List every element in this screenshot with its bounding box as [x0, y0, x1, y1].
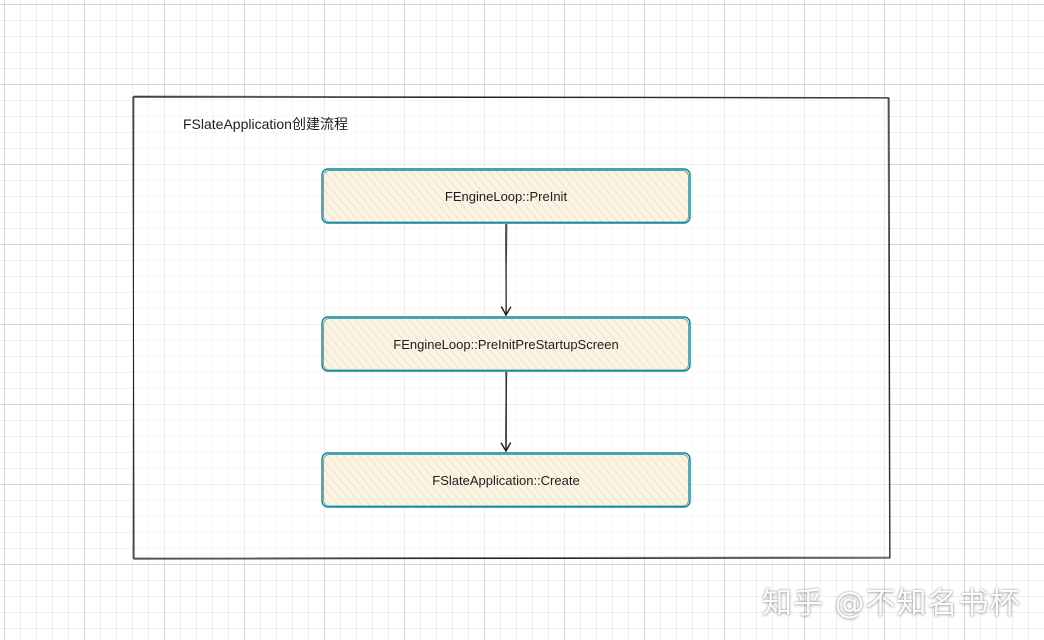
node-slate-create-shape: [321, 452, 691, 508]
node-preinit-prestartup[interactable]: FEngineLoop::PreInitPreStartupScreen: [322, 317, 690, 371]
arrow-preinit-to-prestartup: [500, 223, 512, 317]
node-preinit-label: FEngineLoop::PreInit: [444, 188, 568, 204]
frame-title: FSlateApplication创建流程: [183, 116, 348, 132]
node-slate-create-label: FSlateApplication::Create: [432, 472, 580, 488]
watermark: 知乎 @不知名书杯: [762, 586, 1021, 621]
node-preinit-shape: [321, 168, 691, 224]
arrow-prestartup-to-create: [500, 371, 512, 453]
node-preinit-prestartup-label: FEngineLoop::PreInitPreStartupScreen: [393, 336, 619, 352]
node-preinit-prestartup-shape: [321, 316, 691, 372]
node-slate-create[interactable]: FSlateApplication::Create: [322, 453, 690, 507]
node-preinit[interactable]: FEngineLoop::PreInit: [322, 169, 690, 223]
